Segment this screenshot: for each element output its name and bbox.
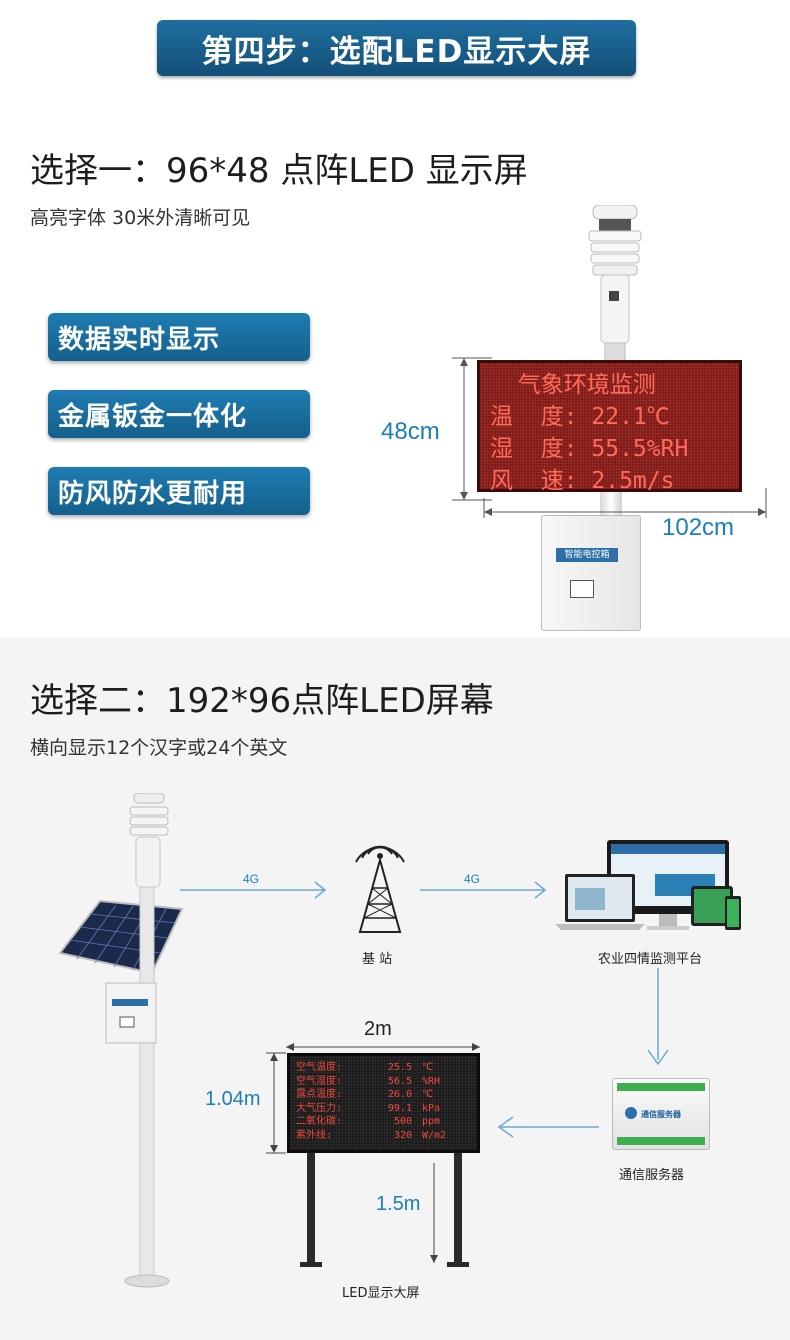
led-row-unit: W/m2 (422, 1129, 447, 1141)
led-stand-leg-left (307, 1153, 315, 1265)
led-display-panel-large: 空气温度: 25.5 ℃ 空气湿度: 56.5 %RH 露点温度: 26.0 ℃ 大气压力:… (287, 1053, 480, 1153)
base-station-label: 基 站 (362, 952, 393, 967)
base-station-icon (355, 845, 405, 933)
led-row-name: 二氧化碳: (296, 1116, 343, 1127)
led-row-unit: ℃ (422, 1089, 434, 1100)
weather-sensor-icon (588, 205, 642, 365)
led-row: 紫外线: 320 W/m2 (296, 1129, 471, 1143)
arrow-left-icon (497, 1116, 599, 1138)
option1-subheading: 高亮字体 30米外清晰可见 (30, 207, 251, 229)
led-stand-foot-left (300, 1262, 322, 1267)
server-logo-icon (625, 1107, 637, 1119)
led-row-unit: ppm (422, 1116, 441, 1127)
communication-server: 通信服务器 (612, 1078, 710, 1150)
server-brand-label: 通信服务器 (641, 1110, 681, 1119)
flow-arrows (180, 881, 547, 899)
led-stand-foot-right (447, 1262, 469, 1267)
led-display-panel-small: 气象环境监测 温 度: 22.1℃ 湿 度: 55.5%RH 风 速: 2.5m… (477, 360, 742, 494)
led-row: 空气湿度: 56.5 %RH (296, 1075, 471, 1089)
led-row-value: 500 (393, 1116, 412, 1127)
control-box-label: 智能电控箱 (556, 548, 618, 562)
arrow-down-icon (647, 968, 669, 1066)
feature-metal-badge: 金属钣金一体化 (48, 390, 310, 438)
led-line-wind: 风 速: 2.5m/s (490, 468, 675, 494)
led-row-value: 99.1 (387, 1102, 412, 1114)
option2-heading: 选择二：192*96点阵LED屏幕 (30, 681, 494, 721)
led-row-name: 露点温度: (296, 1089, 343, 1100)
section-title: 第四步：选配LED显示大屏 (157, 20, 636, 76)
led-row: 大气压力: 99.1 kPa (296, 1102, 471, 1116)
led-line-title: 气象环境监测 (490, 372, 656, 398)
led-row-value: 26.0 (387, 1089, 412, 1100)
led-row-name: 紫外线: (296, 1129, 333, 1141)
monitoring-platform-devices-icon (555, 840, 741, 930)
led-row-value: 56.5 (387, 1075, 412, 1087)
led-row-value: 320 (393, 1129, 412, 1141)
feature-realtime-badge: 数据实时显示 (48, 313, 310, 361)
dimension-lines-small (452, 357, 767, 518)
led-display-caption: LED显示大屏 (342, 1286, 420, 1301)
server-terminal-strip-bottom (617, 1137, 705, 1145)
led-row: 空气温度: 25.5 ℃ (296, 1061, 471, 1075)
led-line-temperature: 温 度: 22.1℃ (490, 404, 670, 430)
option2-subheading: 横向显示12个汉字或24个英文 (30, 737, 288, 759)
led-stand-leg-right (454, 1153, 462, 1265)
led-row-unit: kPa (422, 1102, 441, 1114)
led-row-value: 25.5 (387, 1062, 412, 1073)
led-row: 二氧化碳: 500 ppm (296, 1115, 471, 1129)
led-row: 露点温度: 26.0 ℃ (296, 1088, 471, 1102)
led-row-name: 空气湿度: (296, 1075, 343, 1087)
led-row-unit: %RH (422, 1075, 441, 1087)
led-row-unit: ℃ (422, 1062, 434, 1073)
server-terminal-strip (617, 1083, 705, 1091)
arrow-label-4g-1: 4G (243, 872, 260, 886)
height-dimension-label: 48cm (381, 418, 440, 445)
feature-waterproof-badge: 防风防水更耐用 (48, 467, 310, 515)
platform-label: 农业四情监测平台 (598, 952, 703, 967)
server-label: 通信服务器 (619, 1168, 685, 1183)
big-width-label: 2m (364, 1018, 392, 1040)
width-dimension-label: 102cm (662, 514, 735, 541)
control-box-window-icon (570, 580, 594, 598)
big-height-label: 1.04m (205, 1088, 261, 1110)
solar-weather-station-icon (58, 793, 184, 1288)
option1-heading: 选择一：96*48 点阵LED 显示屏 (30, 151, 528, 191)
control-box: 智能电控箱 (541, 515, 641, 631)
led-row-name: 大气压力: (296, 1102, 343, 1114)
led-line-humidity: 湿 度: 55.5%RH (490, 436, 689, 462)
led-row-name: 空气温度: (296, 1062, 343, 1073)
leg-height-label: 1.5m (376, 1193, 421, 1215)
arrow-label-4g-2: 4G (464, 872, 481, 886)
dimension-lines-large (266, 1043, 480, 1263)
